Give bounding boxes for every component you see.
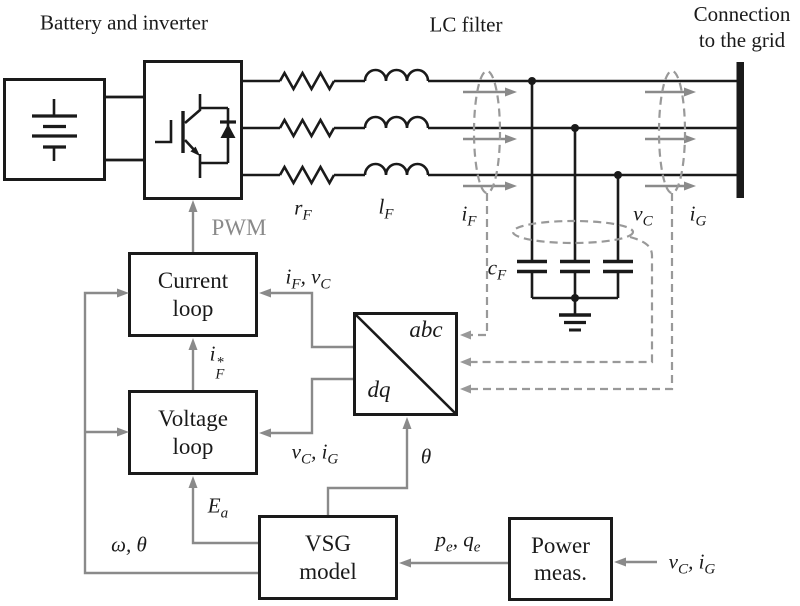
- abc-label: abc: [409, 317, 443, 342]
- voltage-sensor-vc: [511, 219, 635, 245]
- battery-box: [3, 78, 106, 181]
- resistor-symbols: [278, 70, 336, 186]
- theta-line: [326, 426, 409, 515]
- grid-connection-title: Connection to the grid: [694, 1, 791, 54]
- grid-title-line1: Connection: [693, 2, 791, 26]
- grid-title-line2: to the grid: [698, 28, 786, 53]
- vc-label: vC: [633, 201, 653, 230]
- if-vc-label: iF, vC: [285, 264, 331, 293]
- if-ref-label: i*F: [209, 341, 225, 383]
- power-meas-block: Power meas.: [508, 517, 613, 601]
- ground-icon: [559, 298, 591, 332]
- inductor-symbols: [363, 68, 430, 176]
- capacitor-bank: [517, 81, 633, 300]
- rf-label: rF: [294, 195, 312, 224]
- omega-theta-label: ω, θ: [111, 532, 147, 557]
- power-meas-label-1: Power: [531, 532, 590, 558]
- cf-label: cF: [487, 255, 507, 284]
- lf-label: lF: [378, 194, 394, 223]
- current-sensor-if: [472, 69, 502, 195]
- pe-qe-label: pe, qe: [435, 527, 481, 556]
- dc-link-wires: [106, 95, 143, 162]
- vsg-model-label-2: model: [299, 558, 357, 584]
- current-sensor-ig: [657, 69, 687, 195]
- vsg-model-label-1: VSG: [304, 531, 351, 557]
- theta-label: θ: [420, 444, 432, 469]
- vc-ig-label: vC, iG: [291, 439, 339, 468]
- current-loop-label-1: Current: [157, 268, 229, 294]
- pwm-label: PWM: [211, 215, 267, 240]
- phase-lines: [243, 79, 737, 177]
- dq-label: dq: [367, 377, 391, 402]
- sensor-arrowheads: [460, 330, 471, 394]
- sensors: [466, 69, 687, 391]
- ifvc-line: [264, 291, 353, 349]
- vcig-line: [264, 377, 353, 435]
- vc-ig-meas-label: vC, iG: [668, 549, 716, 578]
- junction-dots: [528, 77, 622, 302]
- inverter-box: [143, 60, 243, 200]
- lc-filter-title: LC filter: [429, 12, 503, 37]
- grid-bus: [736, 62, 744, 198]
- battery-inverter-title: Battery and inverter: [40, 10, 208, 35]
- voltage-loop-block: Voltage loop: [128, 390, 258, 475]
- ig-label: iG: [689, 201, 707, 230]
- voltage-loop-label-1: Voltage: [158, 406, 228, 432]
- if-label: iF: [461, 201, 477, 230]
- power-meas-label-2: meas.: [533, 560, 587, 585]
- voltage-loop-label-2: loop: [172, 433, 214, 459]
- current-loop-label-2: loop: [172, 295, 214, 321]
- ea-label: Ea: [207, 493, 229, 522]
- current-loop-block: Current loop: [128, 252, 258, 337]
- vsg-model-block: VSG model: [258, 515, 398, 600]
- power-flow-arrows: [463, 87, 696, 191]
